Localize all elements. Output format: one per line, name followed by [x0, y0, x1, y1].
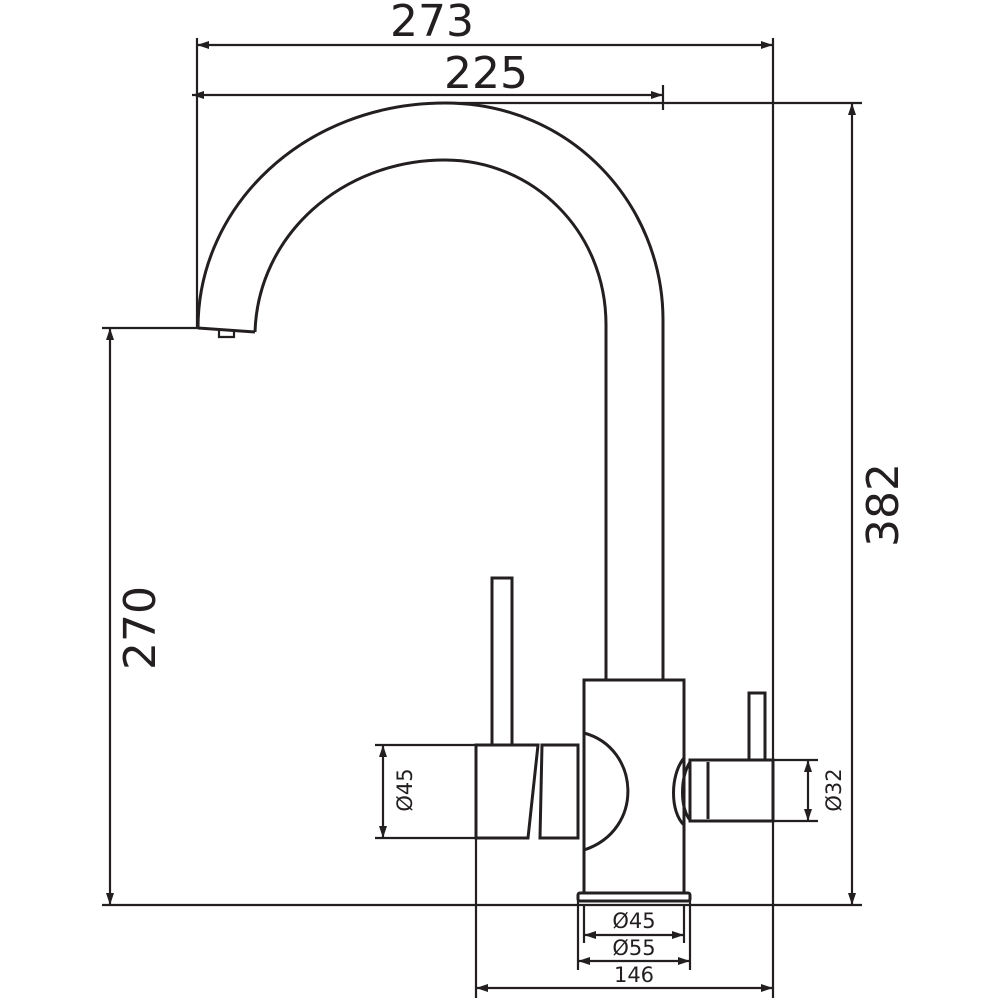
- faucet-outline: [196, 101, 775, 903]
- dim-label-spout-reach: 225: [444, 48, 528, 99]
- dim-label-overall-width: 273: [390, 0, 474, 47]
- left-dome: [583, 731, 630, 852]
- dim-label-right-handle-diameter: Ø32: [822, 768, 846, 811]
- left-handle-collar: [538, 743, 580, 840]
- dim-label-base-diameter: Ø55: [612, 936, 655, 960]
- aerator-nozzle: [217, 330, 236, 339]
- faucet-base: [576, 891, 692, 903]
- right-handle: [688, 758, 775, 823]
- right-lever: [747, 691, 767, 762]
- spout-inner: [253, 158, 608, 680]
- dim-label-left-handle-diameter: Ø45: [393, 768, 417, 811]
- extension-lines: [102, 38, 862, 998]
- left-handle: [474, 743, 540, 840]
- faucet-body: [582, 678, 686, 895]
- right-crescent: [672, 757, 692, 827]
- dimension-lines: [106, 41, 856, 992]
- dim-label-spout-height: 270: [115, 586, 166, 670]
- spout-tip: [197, 326, 256, 334]
- dim-label-body-diameter: Ø45: [612, 909, 655, 933]
- dim-label-overall-height: 382: [858, 463, 909, 547]
- dim-label-handle-span: 146: [614, 963, 654, 987]
- left-lever: [490, 576, 514, 747]
- spout-outer: [196, 101, 665, 680]
